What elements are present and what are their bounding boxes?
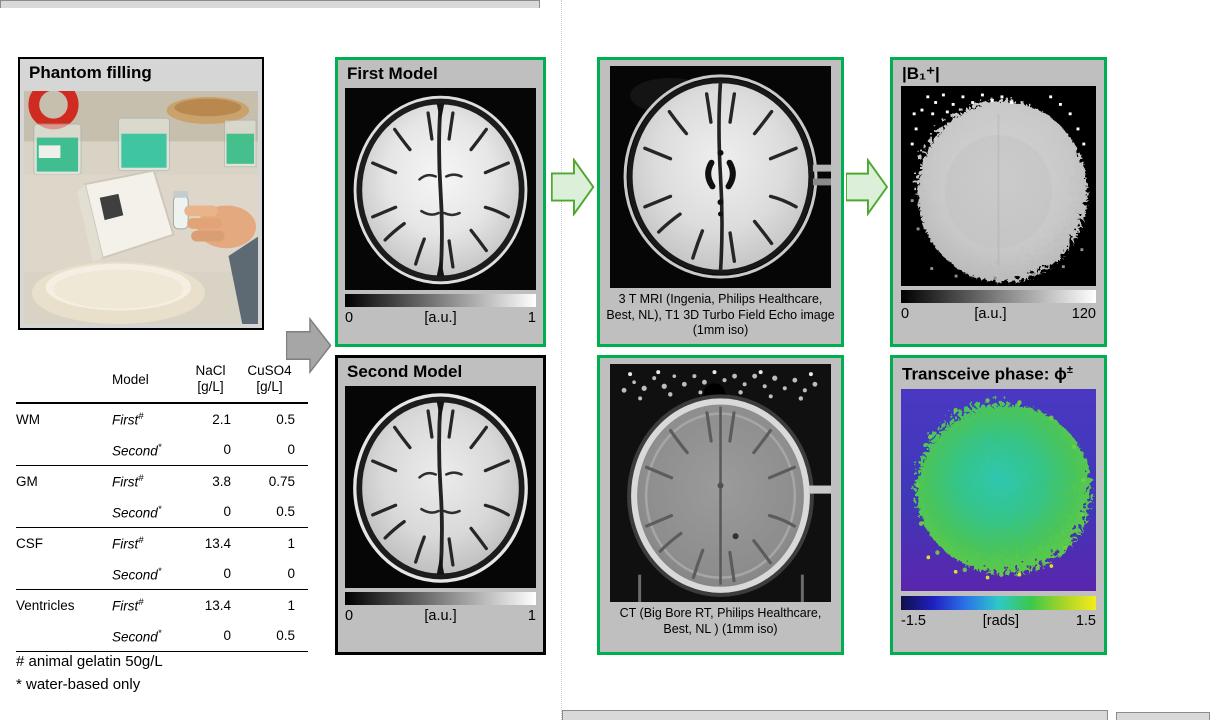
colorbar-unit-label: [a.u.] [424, 310, 457, 327]
scans-to-maps-arrow-icon [846, 158, 888, 216]
table-cell-nacl: 0 [223, 566, 231, 582]
table-row: Second* 0 0.5 [16, 497, 308, 528]
colorbar-max-label: 120 [1071, 306, 1096, 323]
table-cell-nacl: 13.4 [204, 535, 231, 551]
second-model-colorbar-labels: 0 [a.u.] 1 [345, 605, 536, 627]
table-cell-cuso4: 0.5 [276, 628, 295, 644]
ct-scan-image [610, 364, 831, 602]
footnote-gelatin: # animal gelatin 50g/L [16, 653, 163, 670]
table-cell-cuso4: 1 [287, 535, 295, 551]
table-cell-cuso4: 1 [287, 597, 295, 613]
second-model-panel: Second Model 0 [a.u.] 1 [335, 355, 546, 655]
colorbar-min-label: 0 [345, 608, 354, 625]
b1-colorbar [901, 290, 1096, 304]
colorbar-min-label: -1.5 [901, 613, 926, 630]
table-row: Second* 0 0 [16, 559, 308, 590]
first-model-title: First Model [347, 64, 438, 83]
table-cell-cuso4: 0.75 [268, 473, 295, 489]
table-cell-model: First# [112, 411, 144, 428]
table-cell-cuso4: 0 [287, 566, 295, 582]
phase-colorbar-labels: -1.5 [rads] 1.5 [901, 610, 1096, 632]
models-to-scans-arrow-icon [551, 158, 595, 216]
table-cell-model: First# [112, 597, 144, 614]
table-row: Second* 0 0.5 [16, 621, 308, 652]
phase-map [901, 389, 1096, 592]
table-row: WM First# 2.1 0.5 [16, 404, 308, 435]
table-cell-cuso4: 0.5 [276, 411, 295, 427]
ct-axial-slice [610, 364, 831, 602]
first-model-mr-slice [345, 88, 536, 291]
transceive-phase-panel: Transceive phase: ϕ± [890, 355, 1107, 655]
table-cell-tissue: WM [16, 411, 40, 427]
colorbar-min-label: 0 [345, 310, 354, 327]
first-model-colorbar [345, 294, 536, 308]
colorbar-unit-label: [rads] [982, 613, 1020, 630]
table-cell-model: Second* [112, 441, 162, 459]
ct-caption: CT (Big Bore RT, Philips Healthcare, Bes… [619, 606, 822, 636]
mri-scan-panel: 3 T MRI (Ingenia, Philips Healthcare, Be… [597, 57, 844, 347]
phantom-filling-photo [24, 91, 258, 324]
transceive-phase-title: Transceive phase: ϕ± [902, 364, 1073, 384]
table-row: Second* 0 0 [16, 435, 308, 466]
table-cell-nacl: 2.1 [212, 411, 231, 427]
table-cell-nacl: 0 [223, 504, 231, 520]
table-row: Ventricles First# 13.4 1 [16, 590, 308, 621]
table-header-nacl: NaCl [g/L] [195, 363, 226, 394]
b1-map-title: |B₁⁺| [902, 64, 940, 83]
mri-caption: 3 T MRI (Ingenia, Philips Healthcare, Be… [606, 292, 835, 338]
first-model-panel: First Model 0 [a.u.] 1 [335, 57, 546, 347]
phase-colorbar [901, 596, 1096, 611]
table-to-models-arrow-icon [286, 317, 332, 374]
table-cell-tissue: CSF [16, 535, 43, 551]
first-model-colorbar-labels: 0 [a.u.] 1 [345, 307, 536, 329]
table-cell-model: Second* [112, 565, 162, 583]
table-cell-model: First# [112, 473, 144, 490]
table-cell-model: First# [112, 535, 144, 552]
ct-scan-panel: CT (Big Bore RT, Philips Healthcare, Bes… [597, 355, 844, 655]
b1-map-image [901, 86, 1096, 287]
colorbar-unit-label: [a.u.] [424, 608, 457, 625]
table-cell-cuso4: 0.5 [276, 504, 295, 520]
second-model-mr-slice [345, 386, 536, 589]
mri-axial-slice [610, 66, 831, 288]
table-cell-nacl: 13.4 [204, 597, 231, 613]
colorbar-unit-label: [a.u.] [974, 306, 1007, 323]
first-model-brain-image [345, 88, 536, 291]
table-header-row: Model NaCl [g/L] CuSO4 [g/L] [16, 356, 308, 404]
table-header-cuso4: CuSO4 [g/L] [247, 363, 292, 394]
footnote-water: * water-based only [16, 676, 141, 693]
b1-colorbar-labels: 0 [a.u.] 120 [901, 303, 1096, 325]
second-model-brain-image [345, 386, 536, 589]
mri-scan-image [610, 66, 831, 288]
lab-photo-illustration [24, 91, 258, 324]
table-row: GM First# 3.8 0.75 [16, 466, 308, 497]
table-cell-model: Second* [112, 503, 162, 521]
table-header-model: Model [112, 371, 149, 387]
table-cell-nacl: 0 [223, 628, 231, 644]
table-cell-nacl: 0 [223, 442, 231, 458]
cropped-panel-edge [562, 710, 1108, 720]
table-footnotes: # animal gelatin 50g/L * water-based onl… [16, 650, 163, 696]
b1-magnitude-map [901, 86, 1096, 287]
colorbar-max-label: 1.5 [1075, 613, 1096, 630]
b1-map-panel: |B₁⁺| [890, 57, 1107, 347]
second-model-title: Second Model [347, 362, 463, 381]
second-model-colorbar [345, 592, 536, 606]
table-row: CSF First# 13.4 1 [16, 528, 308, 559]
table-cell-model: Second* [112, 627, 162, 645]
cropped-panel-edge [1116, 712, 1210, 720]
table-cell-tissue: GM [16, 473, 38, 489]
phantom-panel-title: Phantom filling [29, 63, 152, 82]
phantom-filling-panel: Phantom filling [18, 57, 264, 330]
table-cell-cuso4: 0 [287, 442, 295, 458]
colorbar-max-label: 1 [527, 310, 536, 327]
colorbar-max-label: 1 [527, 608, 536, 625]
table-cell-tissue: Ventricles [16, 597, 75, 613]
concentration-table: Model NaCl [g/L] CuSO4 [g/L] WM First# 2… [16, 356, 308, 652]
transceive-phase-image [901, 389, 1096, 592]
cropped-panel-edge [0, 0, 540, 8]
colorbar-min-label: 0 [901, 306, 910, 323]
table-cell-nacl: 3.8 [212, 473, 231, 489]
guide-dotted-line [561, 0, 562, 720]
